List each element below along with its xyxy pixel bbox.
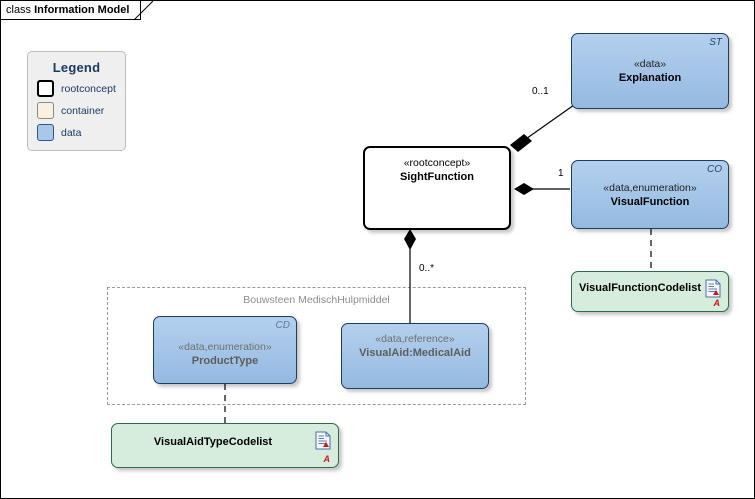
package-bouwsteen-medischhulpmiddel: Bouwsteen MedischHulpmiddel (107, 287, 526, 405)
legend-label-data: data (61, 126, 82, 139)
legend-item-rootconcept: rootconcept (37, 80, 125, 97)
data-swatch (37, 124, 54, 141)
visualaid-name: VisualAid:MedicalAid (359, 347, 471, 359)
class-node-visualaidtypecodelist[interactable]: VisualAidTypeCodelist A (111, 423, 339, 468)
visualfunction-stereotype: «data,enumeration» (603, 182, 697, 194)
frame-tab-keyword: class (6, 4, 32, 16)
multiplicity-visualaid: 0..* (419, 263, 435, 274)
class-node-visualfunction[interactable]: CO «data,enumeration» VisualFunction (571, 160, 729, 229)
visualaid-stereotype: «data,reference» (375, 333, 455, 345)
multiplicity-explanation: 0..1 (532, 86, 549, 97)
class-node-sightfunction[interactable]: «rootconcept» SightFunction (363, 146, 511, 230)
sightfunction-stereotype: «rootconcept» (403, 157, 471, 169)
explanation-corner-marker: ST (709, 37, 722, 48)
legend-item-container: container (37, 102, 125, 119)
visualaidtypecodelist-name: VisualAidTypeCodelist (153, 436, 273, 448)
diagram-frame-tab: class Information Model (1, 1, 141, 20)
visualfunction-corner-marker: CO (707, 164, 722, 175)
legend-label-container: container (61, 104, 105, 117)
frame-tab-title: Information Model (34, 4, 130, 16)
visualaidtypecodelist-marker: A (323, 454, 331, 464)
visualfunctioncodelist-marker: A (713, 298, 721, 308)
explanation-name: Explanation (618, 72, 682, 84)
class-node-producttype[interactable]: CD «data,enumeration» ProductType (153, 316, 297, 384)
visualfunctioncodelist-name: VisualFunctionCodelist (578, 282, 702, 294)
legend-title: Legend (52, 60, 101, 75)
document-icon (315, 431, 331, 450)
package-label: Bouwsteen MedischHulpmiddel (243, 294, 390, 306)
legend-label-rootconcept: rootconcept (61, 82, 116, 95)
rootconcept-swatch (37, 80, 54, 97)
class-node-explanation[interactable]: ST «data» Explanation (571, 33, 729, 109)
frame-tab-corner-icon (134, 1, 154, 21)
multiplicity-visualfunction: 1 (558, 168, 564, 179)
document-icon (705, 279, 721, 298)
legend-item-data: data (37, 124, 125, 141)
container-swatch (37, 102, 54, 119)
legend-panel: Legend rootconcept container data (27, 51, 126, 151)
sightfunction-name: SightFunction (400, 171, 474, 183)
explanation-stereotype: «data» (633, 58, 667, 70)
class-node-visualfunctioncodelist[interactable]: VisualFunctionCodelist A (571, 271, 729, 312)
producttype-corner-marker: CD (275, 320, 290, 331)
producttype-stereotype: «data,enumeration» (178, 341, 272, 353)
visualfunction-name: VisualFunction (610, 196, 690, 208)
class-node-visualaid-medicalaid[interactable]: «data,reference» VisualAid:MedicalAid (341, 323, 489, 389)
producttype-name: ProductType (191, 355, 259, 367)
